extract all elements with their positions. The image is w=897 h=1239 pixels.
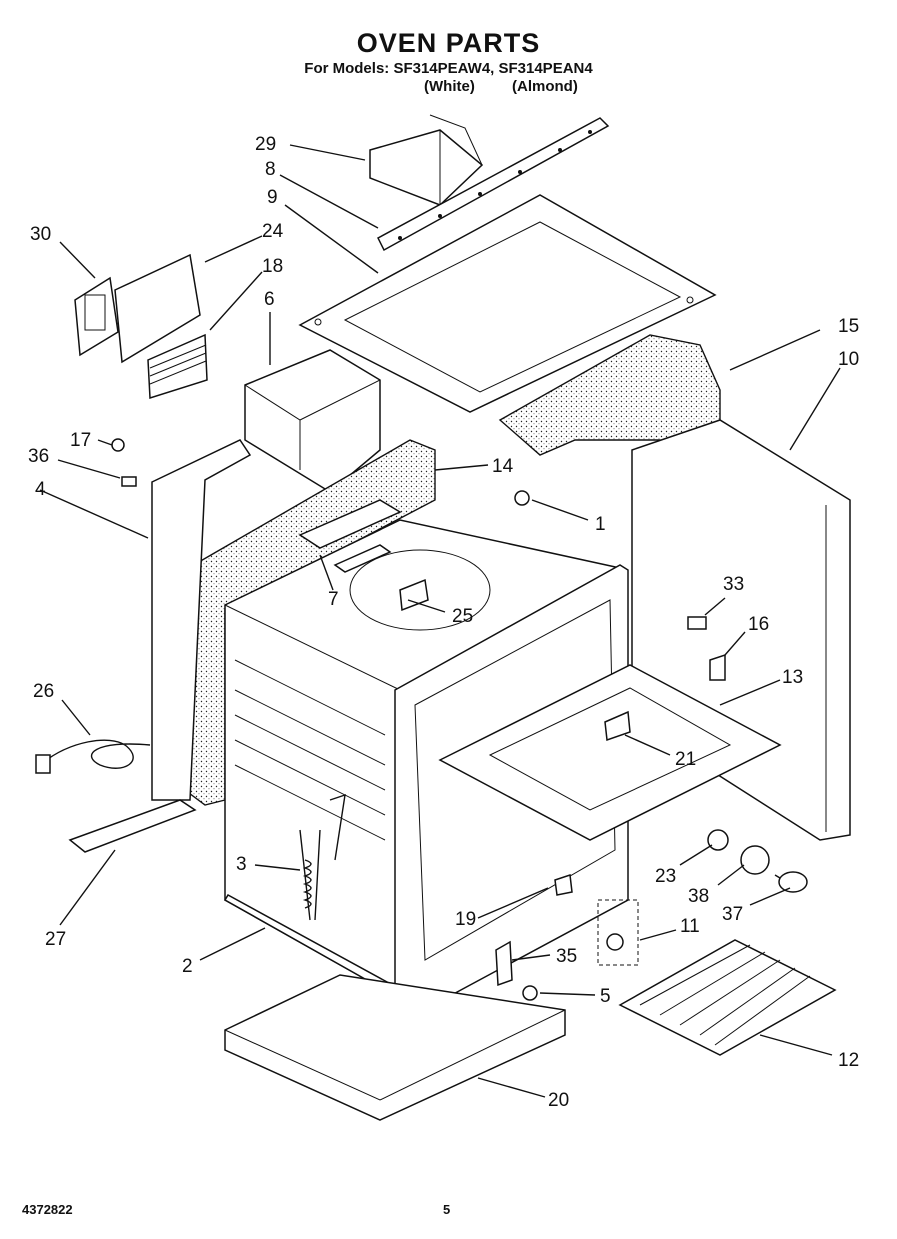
callout-29: 29 [255, 134, 276, 155]
part-27-strip [68, 799, 197, 853]
part-26-power-cord [35, 739, 151, 774]
part-3-spring [299, 793, 346, 921]
callout-35: 35 [556, 946, 577, 967]
callout-7: 7 [328, 589, 339, 610]
callout-21: 21 [675, 749, 696, 770]
callout-8: 8 [265, 159, 276, 180]
part-7-vent [298, 499, 402, 573]
callout-11: 11 [680, 916, 700, 937]
callout-6: 6 [264, 289, 275, 310]
callout-14: 14 [492, 456, 514, 477]
callout-18: 18 [262, 256, 283, 277]
part-4-left-side-panel [151, 439, 252, 801]
variant-white: (White) [424, 78, 475, 95]
callout-12: 12 [838, 1050, 859, 1071]
callout-30: 30 [30, 224, 51, 245]
callout-17: 17 [70, 430, 91, 451]
callout-33: 33 [723, 574, 744, 595]
part-24-panel [114, 253, 201, 364]
part-8-mounting-strip [377, 117, 610, 252]
callout-9: 9 [267, 187, 278, 208]
callout-10: 10 [838, 349, 859, 370]
callout-16: 16 [748, 614, 769, 635]
callout-13: 13 [782, 667, 803, 688]
callout-2: 2 [182, 956, 193, 977]
page-title: OVEN PARTS [356, 28, 541, 58]
models-line: For Models: SF314PEAW4, SF314PEAN4 [304, 60, 593, 77]
part-21-pad [604, 710, 631, 742]
callout-labels: 29 8 9 30 24 18 6 15 10 17 36 14 4 1 7 2… [28, 134, 859, 1111]
part-25-pad [399, 578, 429, 612]
callout-15: 15 [838, 316, 859, 337]
callout-1: 1 [595, 514, 606, 535]
callout-36: 36 [28, 446, 49, 467]
part-29-vent-deflector [369, 114, 484, 206]
callout-23: 23 [655, 866, 676, 887]
callout-26: 26 [33, 681, 54, 702]
knob-parts [707, 829, 808, 893]
part-20-drawer-panel [224, 974, 566, 1121]
callout-24: 24 [262, 221, 284, 242]
leader-lines [39, 144, 841, 1098]
callout-19: 19 [455, 909, 476, 930]
callout-27: 27 [45, 929, 66, 950]
callout-20: 20 [548, 1090, 569, 1111]
callout-37: 37 [722, 904, 743, 925]
small-parts-lower [495, 873, 639, 1001]
small-parts [111, 438, 726, 681]
callout-25: 25 [452, 606, 473, 627]
callout-3: 3 [236, 854, 247, 875]
document-number: 4372822 [22, 1202, 73, 1217]
page-number: 5 [443, 1202, 451, 1217]
variant-almond: (Almond) [512, 78, 578, 95]
part-12-oven-rack [618, 939, 837, 1056]
part-18-grille [147, 333, 208, 400]
callout-5: 5 [600, 986, 611, 1007]
broiler-tray [438, 664, 782, 841]
part-6-duct [244, 349, 381, 493]
callout-38: 38 [688, 886, 709, 907]
part-30-bracket [74, 276, 119, 357]
callout-4: 4 [35, 479, 46, 500]
part-9-top-panel [298, 194, 717, 413]
